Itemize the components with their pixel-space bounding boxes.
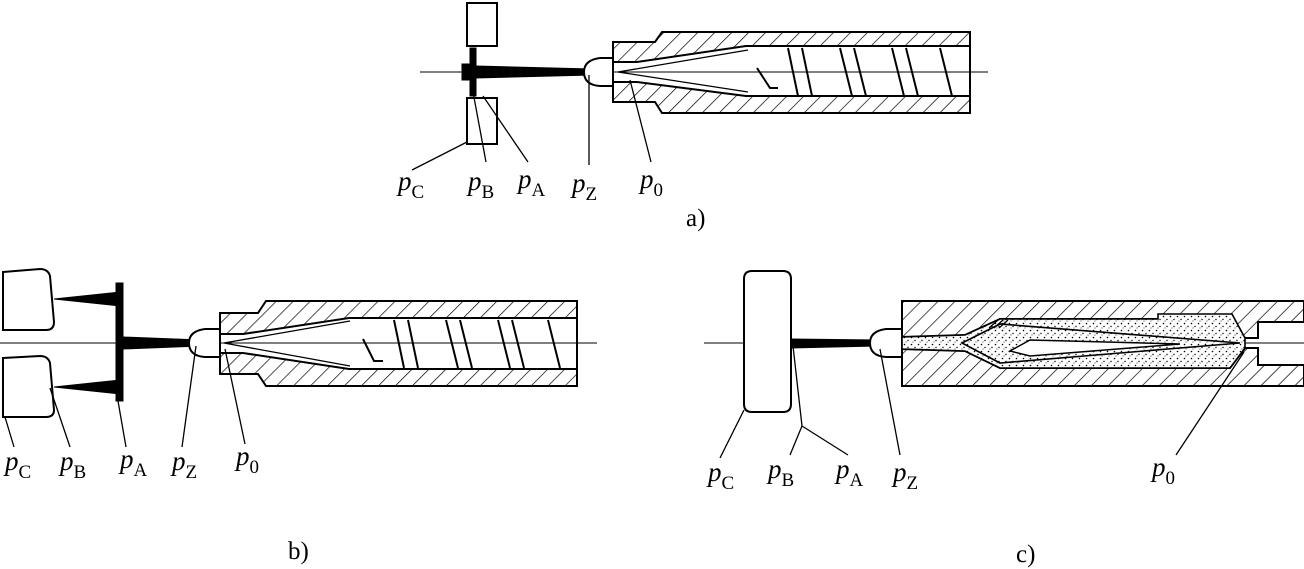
panel-a: pC pB pA pZ p0 a) <box>396 2 988 232</box>
panel-c-nozzle-tip <box>868 328 903 358</box>
panel-b-screw-flights <box>393 319 561 369</box>
panel-a-nozzle-tip <box>582 57 614 87</box>
panel-a-label-p0: p0 <box>638 164 663 201</box>
panel-a-sprue <box>475 65 593 79</box>
panel-b-barrel-bottom <box>219 352 578 387</box>
panel-a-screw-flights <box>787 47 953 97</box>
panel-b-barrel-top <box>219 300 578 335</box>
panel-c-label-pb: pB <box>766 454 794 491</box>
panel-c-sprue <box>790 338 877 349</box>
panel-a-check-ring <box>756 67 778 89</box>
panel-c-screw-core <box>1007 339 1181 357</box>
panel-c-mold <box>743 270 792 413</box>
panel-b-label-pa: pA <box>118 444 148 481</box>
panel-a-label-pb: pB <box>466 166 494 203</box>
panel-b-part-bottom <box>53 379 121 395</box>
panel-c-leaders <box>719 345 1245 459</box>
panel-b-screw-tip <box>223 320 351 367</box>
panel-b-label-pc: pC <box>3 446 31 483</box>
panel-a-mold-top <box>466 2 498 47</box>
panel-b-mold-top <box>1 267 56 331</box>
panel-b-runner <box>115 282 124 402</box>
panel-b-label-pz: pZ <box>170 446 197 483</box>
panel-b-mold-bottom <box>1 354 56 418</box>
panel-c-check-ring <box>988 319 1009 329</box>
panel-c-label-p0: p0 <box>1150 452 1175 489</box>
panel-a-barrel-top <box>612 31 971 63</box>
panel-b-caption: b) <box>288 538 309 565</box>
panel-c-label-pc: pC <box>706 457 734 494</box>
panel-b-leaders <box>4 345 246 448</box>
panel-c-label-pa: pA <box>834 454 864 491</box>
panel-a-screw-tip <box>617 49 749 93</box>
panel-a-caption: a) <box>686 205 705 232</box>
panel-b-label-pb: pB <box>58 446 86 483</box>
panel-b-nozzle-tip <box>187 328 221 358</box>
panel-c: pC pB pA pZ p0 c) <box>704 270 1304 568</box>
panel-a-part <box>461 63 477 81</box>
panel-b-label-p0: p0 <box>234 441 259 478</box>
panel-b: pC pB pA pZ p0 b) <box>0 267 597 565</box>
panel-a-barrel-bottom <box>612 81 971 114</box>
panel-a-leaders <box>411 75 652 171</box>
panel-c-caption: c) <box>1016 541 1035 568</box>
panel-b-part-top <box>53 291 121 307</box>
panel-c-label-pz: pZ <box>891 457 918 494</box>
panel-a-label-pc: pC <box>396 166 424 203</box>
panel-b-check-ring <box>362 338 383 362</box>
panel-a-label-pa: pA <box>516 164 546 201</box>
panel-a-label-pz: pZ <box>570 168 597 205</box>
